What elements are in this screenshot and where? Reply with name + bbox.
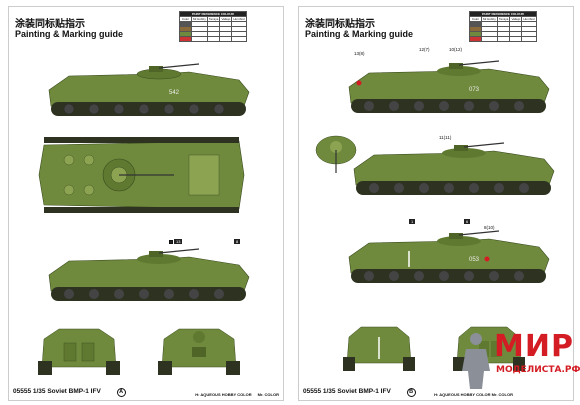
callout-a-13: 13 xyxy=(169,239,183,244)
watermark-small-text: МОДЕЛИСТА.РФ xyxy=(496,365,580,375)
page-b-footer: 05555 1/35 Soviet BMP-1 IFV B xyxy=(303,388,416,397)
watermark-logo: МИР МОДЕЛИСТА.РФ xyxy=(456,323,580,393)
ref-col: Humbrol xyxy=(231,16,247,22)
callout-b-8-10: 8(10) xyxy=(484,225,495,230)
page-a-footer: 05555 1/35 Soviet BMP-1 IFV A xyxy=(13,388,126,397)
page-a: 涂装同标贴指示 Painting & Marking guide PAINT R… xyxy=(8,6,284,401)
hull-number-b-top: 073 xyxy=(469,87,480,93)
callout-b-10-12: 10(12) xyxy=(449,47,463,52)
callout-b-6: 6 xyxy=(464,219,471,224)
watermark-big-text: МИР xyxy=(494,329,574,364)
page-b-title-zh: 涂装同标贴指示 xyxy=(305,19,375,30)
hull-number: 542 xyxy=(169,90,180,96)
callout-b-11-11: 11(11) xyxy=(439,135,452,140)
paint-reference-table: PAINT REFERENCE COLOUR Color Mr.Hobby Ta… xyxy=(179,11,247,42)
page-letter-b: B xyxy=(406,388,416,397)
bmp-side-view-top: 542 xyxy=(48,63,250,116)
figure-silhouette-icon xyxy=(462,333,490,389)
callout-b-13-8: 13(8) xyxy=(354,51,365,56)
legend-notes-b: H: AQUEOUS HOBBY COLOR Mr. COLOR xyxy=(434,392,513,397)
page-letter-a: A xyxy=(116,388,126,397)
callout-b-12-7: 12(7) xyxy=(419,47,430,52)
callout-a-8: 8 xyxy=(234,239,241,244)
ref-col: Vallejo xyxy=(219,16,233,22)
bmp-rear-view-b xyxy=(343,326,415,371)
callout-b-1: 1 xyxy=(409,219,416,224)
ref-col: Tamiya xyxy=(206,16,221,22)
turret-detail xyxy=(315,135,357,173)
page-b-title-en: Painting & Marking guide xyxy=(305,29,414,39)
bmp-top-view xyxy=(38,137,245,213)
page-a-title-zh: 涂装同标贴指示 xyxy=(15,19,85,30)
bmp-side-view-b-bottom: 053 xyxy=(348,230,550,283)
ref-col: Mr.Hobby xyxy=(191,16,208,22)
bmp-side-view-bottom xyxy=(48,248,250,301)
bmp-front-view xyxy=(158,328,240,375)
hull-number-b-bottom: 053 xyxy=(469,257,480,263)
page-a-title-en: Painting & Marking guide xyxy=(15,29,124,39)
bmp-side-view-b-top: 073 xyxy=(348,60,550,113)
bmp-side-view-b-middle xyxy=(353,142,555,195)
bmp-rear-view xyxy=(38,328,120,375)
